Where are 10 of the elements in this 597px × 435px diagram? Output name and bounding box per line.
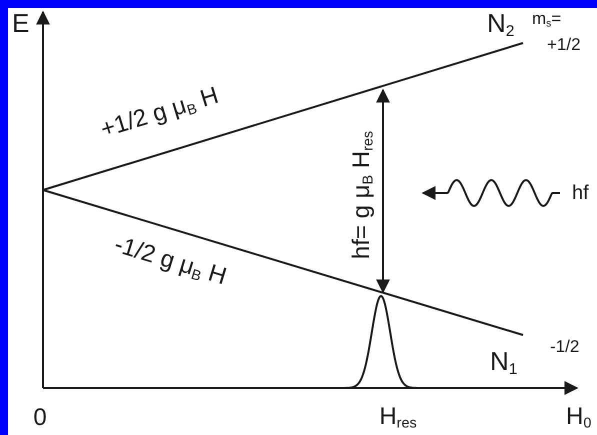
spin-label: m$_{s}$= <box>532 10 562 30</box>
axis-label: E <box>12 10 30 36</box>
photon-label: hf <box>572 183 589 203</box>
spin-value: +1/2 <box>547 36 581 53</box>
level-label: N$_{1}$ <box>490 348 518 378</box>
axis-tick-label: 0 <box>33 406 47 430</box>
axis-tick-label: H$_{res}$ <box>379 405 417 431</box>
level-label: N$_{2}$ <box>487 10 514 40</box>
spin-value: -1/2 <box>550 338 580 355</box>
axis-label: H$_{0}$ <box>566 405 592 431</box>
